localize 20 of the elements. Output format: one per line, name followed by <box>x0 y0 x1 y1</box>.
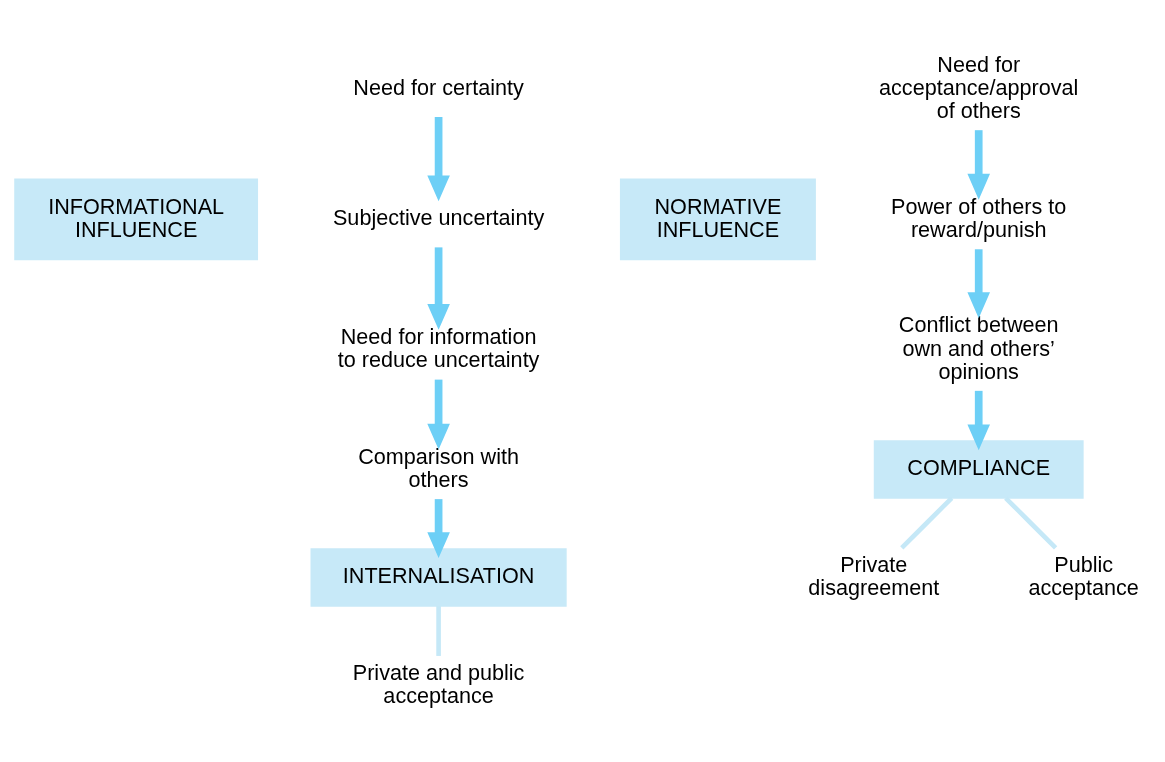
connector <box>900 495 954 550</box>
node-text: Private disagreement <box>808 551 940 600</box>
connector <box>436 605 441 656</box>
node-box: INFORMATIONAL INFLUENCE <box>14 178 259 260</box>
node-box: INTERNALISATION <box>310 547 567 607</box>
arrow <box>967 248 990 318</box>
node-text: Power of others to reward/punish <box>891 193 1067 242</box>
node-text: Need for acceptance/approval of others <box>879 51 1079 123</box>
node-text: Conflict between own and others’ opinions <box>898 311 1059 384</box>
node-box: NORMATIVE INFLUENCE <box>619 178 816 260</box>
connector <box>1004 495 1058 550</box>
node-text: Subjective uncertainty <box>332 204 545 230</box>
node-text: Need for certainty <box>353 74 524 100</box>
node-text: Need for information to reduce uncertainty <box>337 323 540 372</box>
node-text: Private and public acceptance <box>352 659 525 708</box>
node-text: Public acceptance <box>1028 551 1139 600</box>
arrow <box>427 246 450 330</box>
node-text: Comparison with others <box>358 443 520 492</box>
node-box: COMPLIANCE <box>873 439 1084 499</box>
arrow <box>967 129 990 200</box>
